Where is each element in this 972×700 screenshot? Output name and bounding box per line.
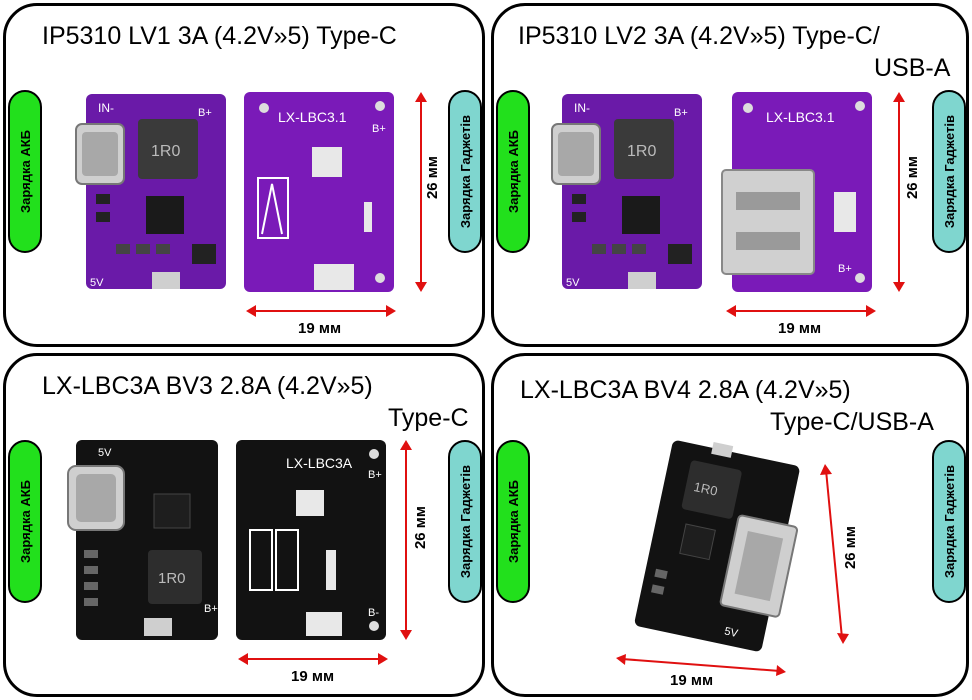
width-dimension-arrow [238,653,388,665]
board-front-image: 1R0 IN- 5V B+ [75,94,226,289]
panel-title: IP5310 LV1 3A (4.2V»5) Type-C [42,22,397,50]
panel-ip5310-lv1: IP5310 LV1 3A (4.2V»5) Type-C Зарядка АК… [3,3,485,347]
svg-text:1R0: 1R0 [627,143,656,160]
label-gadget-charge: Зарядка Гаджетів [448,90,482,253]
width-dimension-label: 19 мм [291,668,335,685]
board-back-image: LX-LBC3A B+ B- [236,440,386,640]
silk-bminus: B- [368,607,379,619]
silk-in: IN- [98,101,114,115]
label-battery-charge: Зарядка АКБ [496,90,530,253]
board-back-image: LX-LBC3.1 B+ [721,92,872,292]
width-dimension-label: 19 мм [298,320,342,337]
height-dimension-label: 26 мм [842,526,859,570]
label-battery-charge: Зарядка АКБ [8,90,42,253]
width-dimension-arrow [246,305,396,317]
height-dimension-label: 26 мм [904,156,921,200]
board-back-image: LX-LBC3.1 B+ [244,92,394,292]
silk-5v: 5V [723,625,739,640]
height-dimension-arrow [415,92,427,292]
silk-bplus: B+ [674,107,688,119]
silk-in: 5V [98,447,112,459]
panel-title-line2: USB-A [874,54,951,82]
label-gadget-charge: Зарядка Гаджетів [932,440,966,603]
svg-text:1R0: 1R0 [158,570,186,587]
silk-bplus: B+ [204,603,218,615]
silk-top: LX-LBC3.1 [766,109,835,125]
height-dimension-arrow [400,440,412,640]
silk-top: LX-LBC3A [286,455,353,471]
height-dimension-arrow [820,464,849,644]
silk-bplus: B+ [372,123,386,135]
silk-top: LX-LBC3.1 [278,109,347,125]
panel-lx-lbc3a-bv3: LX-LBC3A BV3 2.8A (4.2V»5) Type-C Зарядк… [3,353,485,697]
panel-title: LX-LBC3A BV3 2.8A (4.2V»5) [42,372,373,400]
label-gadget-charge: Зарядка Гаджетів [448,440,482,603]
board-front-image: 1R0 IN- 5V B+ [551,94,702,289]
silk-bplus: B+ [368,469,382,481]
svg-text:1R0: 1R0 [692,479,718,499]
panel-ip5310-lv2: IP5310 LV2 3A (4.2V»5) Type-C/ USB-A Зар… [491,3,969,347]
height-dimension-label: 26 мм [412,506,429,550]
silk-bplus: B+ [198,107,212,119]
width-dimension-arrow [616,654,786,676]
silk-5v: 5V [90,277,104,289]
board-front-image: 1R0 5V B+ [67,440,218,640]
width-dimension-label: 19 мм [778,320,822,337]
label-battery-charge: Зарядка АКБ [8,440,42,603]
svg-text:1R0: 1R0 [151,143,180,160]
width-dimension-label: 19 мм [670,672,714,689]
width-dimension-arrow [726,305,876,317]
height-dimension-label: 26 мм [424,156,441,200]
silk-bplus: B+ [838,263,852,275]
panel-title: IP5310 LV2 3A (4.2V»5) Type-C/ [518,22,880,50]
panel-title-line2: Type-C/USB-A [770,408,934,436]
label-gadget-charge: Зарядка Гаджетів [932,90,966,253]
height-dimension-arrow [893,92,905,292]
label-battery-charge: Зарядка АКБ [496,440,530,603]
panel-title-line2: Type-C [388,404,469,432]
silk-in: IN- [574,101,590,115]
silk-5v: 5V [566,277,580,289]
panel-title: LX-LBC3A BV4 2.8A (4.2V»5) [520,376,851,404]
panel-lx-lbc3a-bv4: LX-LBC3A BV4 2.8A (4.2V»5) Type-C/USB-A … [491,353,969,697]
board-angled-image: 1R0 5V [634,440,800,652]
